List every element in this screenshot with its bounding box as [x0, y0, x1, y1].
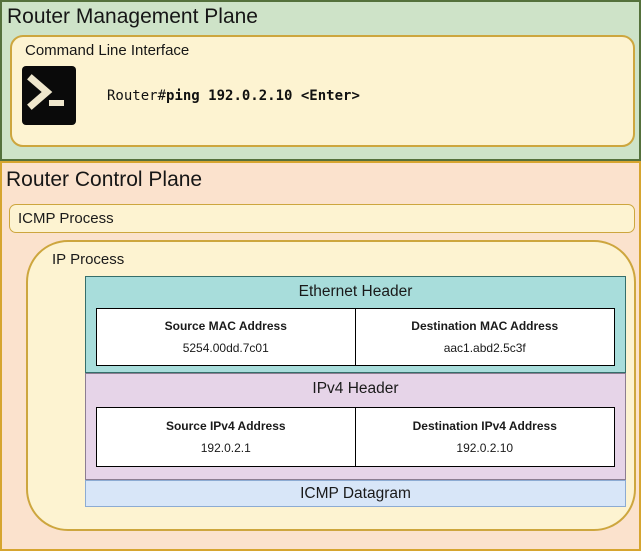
source-mac-cell: Source MAC Address 5254.00dd.7c01	[97, 309, 356, 365]
ethernet-fields-grid: Source MAC Address 5254.00dd.7c01 Destin…	[96, 308, 615, 366]
terminal-icon	[22, 66, 76, 125]
ipv4-fields-grid: Source IPv4 Address 192.0.2.1 Destinatio…	[96, 407, 615, 467]
source-ipv4-value: 192.0.2.1	[200, 440, 251, 455]
ethernet-header-band: Ethernet Header Source MAC Address 5254.…	[85, 276, 626, 373]
source-mac-label: Source MAC Address	[164, 318, 287, 333]
icmp-datagram-title: ICMP Datagram	[300, 485, 411, 502]
icmp-datagram-band: ICMP Datagram	[85, 480, 626, 507]
cli-prompt: Router#	[107, 88, 167, 104]
destination-mac-label: Destination MAC Address	[411, 318, 559, 333]
destination-mac-value: aac1.abd2.5c3f	[443, 340, 526, 355]
management-plane-title: Router Management Plane	[7, 5, 258, 28]
ipv4-header-title: IPv4 Header	[312, 380, 399, 397]
source-ipv4-cell: Source IPv4 Address 192.0.2.1	[97, 408, 356, 466]
cli-command: ping 192.0.2.10 <Enter>	[166, 88, 360, 104]
ip-process-title: IP Process	[52, 251, 125, 268]
destination-mac-cell: Destination MAC Address aac1.abd2.5c3f	[356, 309, 615, 365]
destination-ipv4-value: 192.0.2.10	[456, 440, 514, 455]
cli-panel: Command Line Interface Router#ping 192.0…	[10, 35, 635, 147]
ipv4-header-band: IPv4 Header Source IPv4 Address 192.0.2.…	[85, 373, 626, 480]
ip-process-panel: IP Process Ethernet Header Source MAC Ad…	[26, 240, 636, 531]
source-mac-value: 5254.00dd.7c01	[182, 340, 269, 355]
icmp-process-panel: ICMP Process	[9, 204, 635, 233]
source-ipv4-label: Source IPv4 Address	[165, 418, 286, 433]
management-plane-section: Router Management Plane Command Line Int…	[0, 0, 641, 161]
control-plane-section: Router Control Plane ICMP Process IP Pro…	[0, 161, 641, 551]
control-plane-title: Router Control Plane	[6, 168, 203, 191]
icmp-process-title: ICMP Process	[18, 210, 114, 227]
destination-ipv4-cell: Destination IPv4 Address 192.0.2.10	[356, 408, 615, 466]
destination-ipv4-label: Destination IPv4 Address	[412, 418, 557, 433]
cli-panel-title: Command Line Interface	[25, 42, 190, 59]
cli-command-line: Router#ping 192.0.2.10 <Enter>	[107, 87, 360, 105]
ethernet-header-title: Ethernet Header	[298, 283, 413, 300]
